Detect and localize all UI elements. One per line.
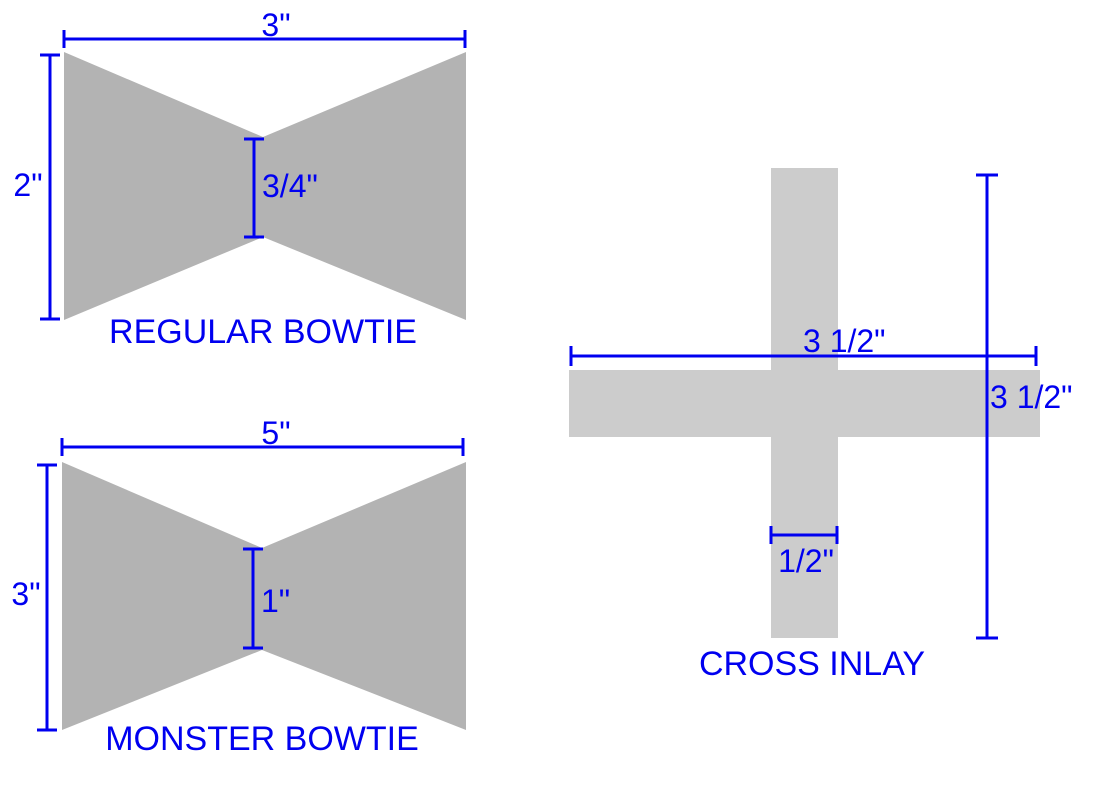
regular-waist-dimension xyxy=(244,137,264,239)
cross-width-dimension xyxy=(569,346,1038,366)
cross-bar-width-dimension xyxy=(769,526,839,544)
monster-width-label: 5" xyxy=(261,415,290,451)
regular-waist-label: 3/4" xyxy=(262,168,318,204)
regular-bowtie-shape xyxy=(64,52,466,320)
regular-height-dimension xyxy=(40,53,60,321)
monster-waist-dimension xyxy=(243,547,263,650)
cross-width-label: 3 1/2" xyxy=(803,323,886,359)
monster-width-dimension xyxy=(60,438,465,456)
monster-waist-label: 1" xyxy=(261,583,290,619)
cross-inlay-title: CROSS INLAY xyxy=(699,645,925,683)
regular-width-dimension xyxy=(62,30,467,48)
monster-height-dimension xyxy=(37,463,57,732)
cross-height-label: 3 1/2" xyxy=(990,379,1073,415)
monster-bowtie: 5" 3" 1" MONSTER BOWTIE xyxy=(11,415,466,758)
regular-width-label: 3" xyxy=(261,7,290,43)
monster-bowtie-shape xyxy=(62,462,466,730)
regular-bowtie: 3" 2" 3/4" REGULAR BOWTIE xyxy=(13,7,467,351)
cross-bar-width-label: 1/2" xyxy=(778,543,834,579)
cross-horizontal-bar xyxy=(569,370,1040,437)
cross-inlay: 3 1/2" 3 1/2" 1/2" CROSS INLAY xyxy=(569,168,1073,683)
cross-height-dimension xyxy=(976,173,998,640)
regular-bowtie-title: REGULAR BOWTIE xyxy=(109,313,417,351)
monster-height-label: 3" xyxy=(11,576,40,612)
regular-height-label: 2" xyxy=(13,167,42,203)
monster-bowtie-title: MONSTER BOWTIE xyxy=(105,720,419,758)
